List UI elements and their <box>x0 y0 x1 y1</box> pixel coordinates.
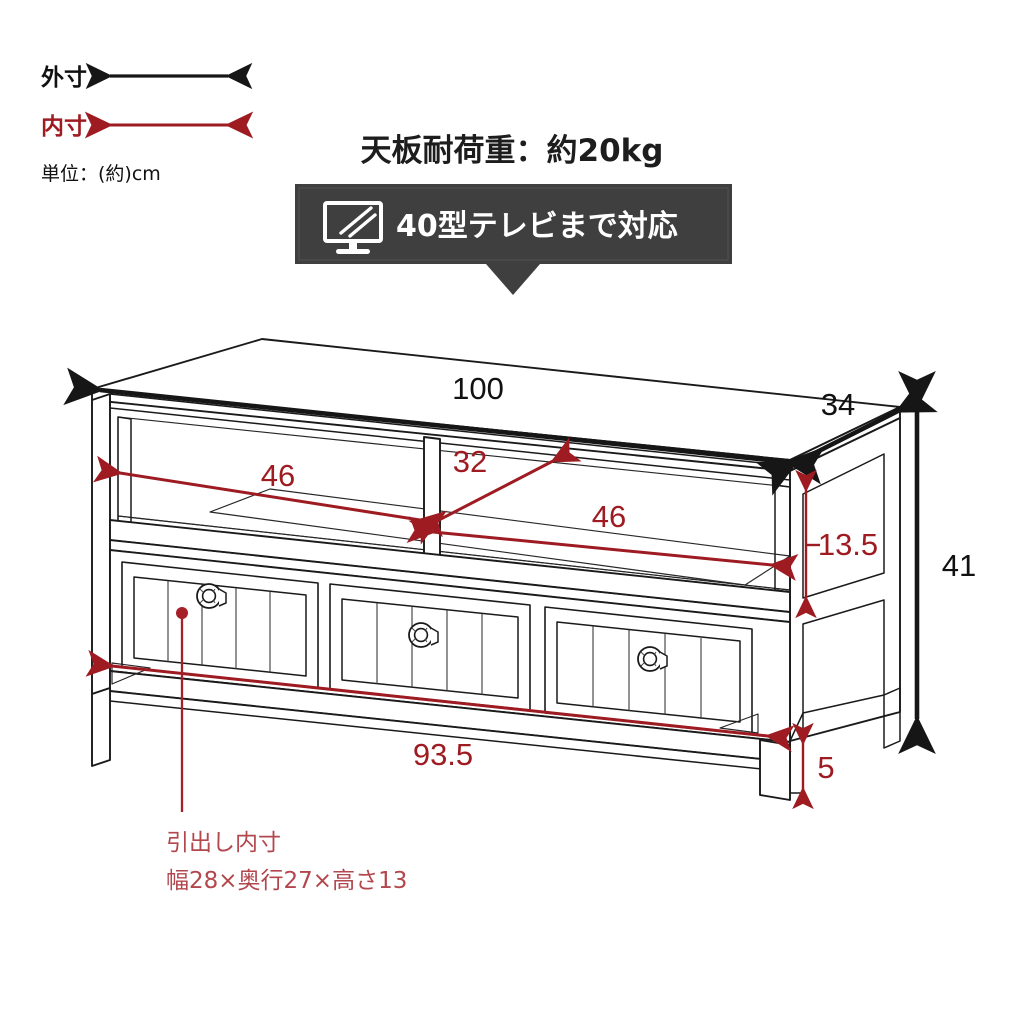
tv-stand-illustration <box>91 338 901 801</box>
drawer-note-title: 引出し内寸 <box>166 830 281 856</box>
load-capacity-title: 天板耐荷重：約20kg <box>361 133 664 169</box>
badge-pointer-tail <box>486 264 540 295</box>
left-side-panel <box>91 393 111 695</box>
outer-dimension-group: 100 34 41 <box>63 367 976 754</box>
inner-dimension-group: 46 32 46 13.5 93.5 5 <box>85 437 878 810</box>
dim-shelf-right-arrow <box>406 516 799 581</box>
dim-shelf-left-arrow <box>93 455 447 538</box>
dim-shelf-depth-arrow <box>408 437 582 545</box>
legend-inner-label: 内寸 <box>41 114 87 140</box>
drawer-2-knob[interactable] <box>408 622 439 648</box>
right-front-leg-bottom <box>759 739 791 801</box>
badge-inner-border <box>298 187 729 261</box>
dim-shelf-right-label: 46 <box>592 499 626 534</box>
dim-shelf-height-label: 13.5 <box>818 527 878 562</box>
dim-base-width-arrow <box>85 649 795 753</box>
shelf-right-post <box>774 484 791 593</box>
dim-base-width-label: 93.5 <box>413 737 473 772</box>
dim-depth-label: 34 <box>821 387 855 422</box>
dim-shelf-left-label: 46 <box>261 458 295 493</box>
legend-outer-label: 外寸 <box>41 64 87 91</box>
shelf-center-divider <box>423 436 441 569</box>
drawer-note-detail: 幅28×奥行27×高さ13 <box>166 868 407 894</box>
drawer-note-group: 引出し内寸 幅28×奥行27×高さ13 <box>166 607 407 894</box>
drawer-1-knob[interactable] <box>196 583 227 609</box>
dim-width-label: 100 <box>452 371 504 406</box>
tv-monitor-icon <box>323 201 383 254</box>
tv-support-badge: 40型テレビまで対応 <box>295 184 732 295</box>
badge-label: 40型テレビまで対応 <box>396 209 678 244</box>
legend-unit-label: 単位：(約)cm <box>41 163 161 185</box>
dim-depth-arrow <box>755 378 938 496</box>
dim-width-arrow <box>63 367 825 485</box>
legend-block: 外寸 内寸 単位：(約)cm <box>41 62 254 185</box>
dim-leg-clearance-label: 5 <box>817 750 834 785</box>
left-front-leg <box>91 687 111 767</box>
dim-height-label: 41 <box>942 548 976 583</box>
dim-shelf-depth-label: 32 <box>453 444 487 479</box>
